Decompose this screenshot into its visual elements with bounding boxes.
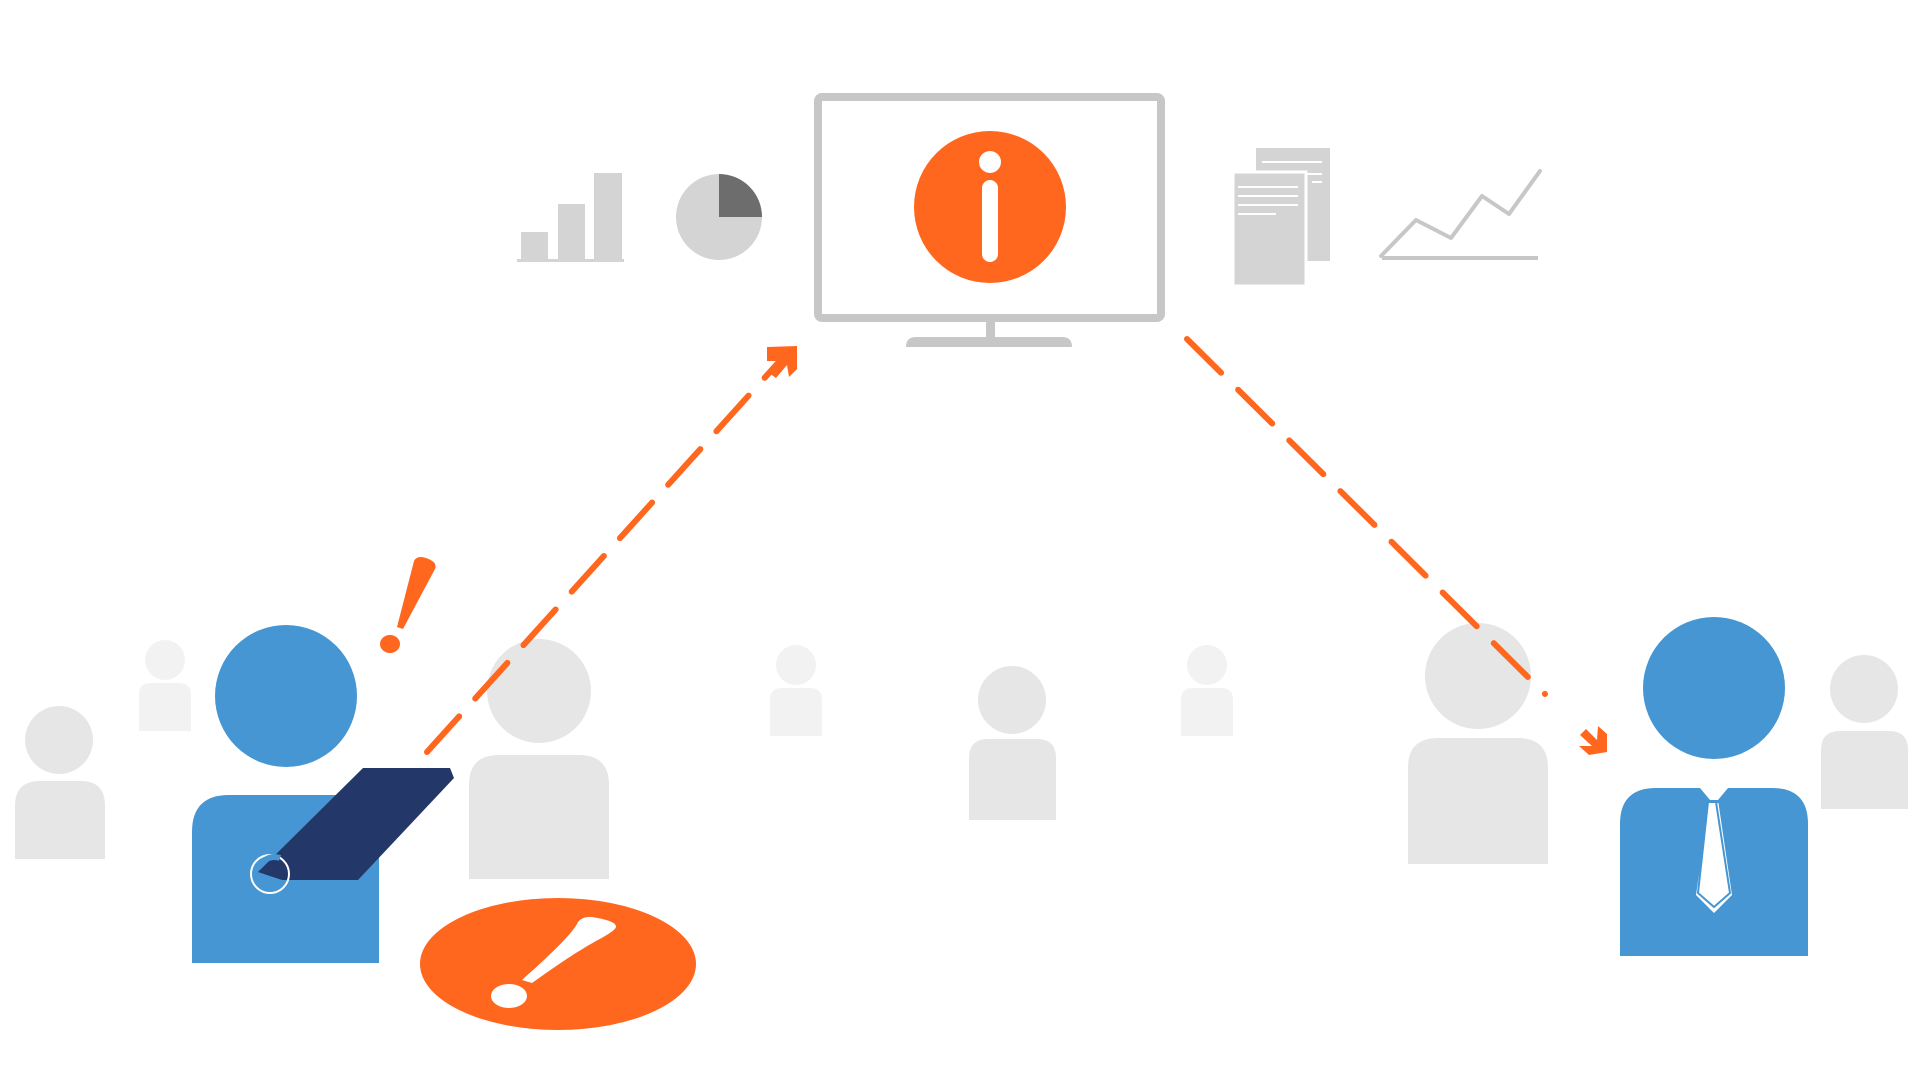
monitor-base [906,337,1072,347]
laptop-icon [250,768,454,894]
manager [1620,617,1808,956]
exclamation-icon [491,916,617,1008]
flow-arrows [424,336,1607,755]
user-head [215,625,357,767]
background-people [15,623,1908,879]
arrow-to-monitor [424,346,797,755]
line-chart-icon [1379,169,1542,260]
tie-icon [1696,788,1732,913]
monitor [814,93,1165,347]
user-with-laptop [192,557,454,963]
pie-chart-icon [676,174,762,260]
manager-head [1643,617,1785,759]
person-center [969,666,1056,820]
person-center-left [469,639,609,879]
information-icons [517,148,1542,288]
bar-chart-icon [517,173,624,262]
monitor-neck [986,319,995,337]
person-small-left [139,640,191,731]
person-far-left [15,706,105,859]
person-far-right [1821,655,1908,809]
documents-icon [1231,148,1330,288]
person-small-center-left [770,645,822,736]
info-icon [914,131,1066,283]
person-small-center-right [1181,645,1233,736]
alert-bubble [420,898,696,1030]
arrow-to-manager [1184,336,1607,755]
person-center-right [1408,623,1548,864]
exclamation-icon [380,557,436,653]
